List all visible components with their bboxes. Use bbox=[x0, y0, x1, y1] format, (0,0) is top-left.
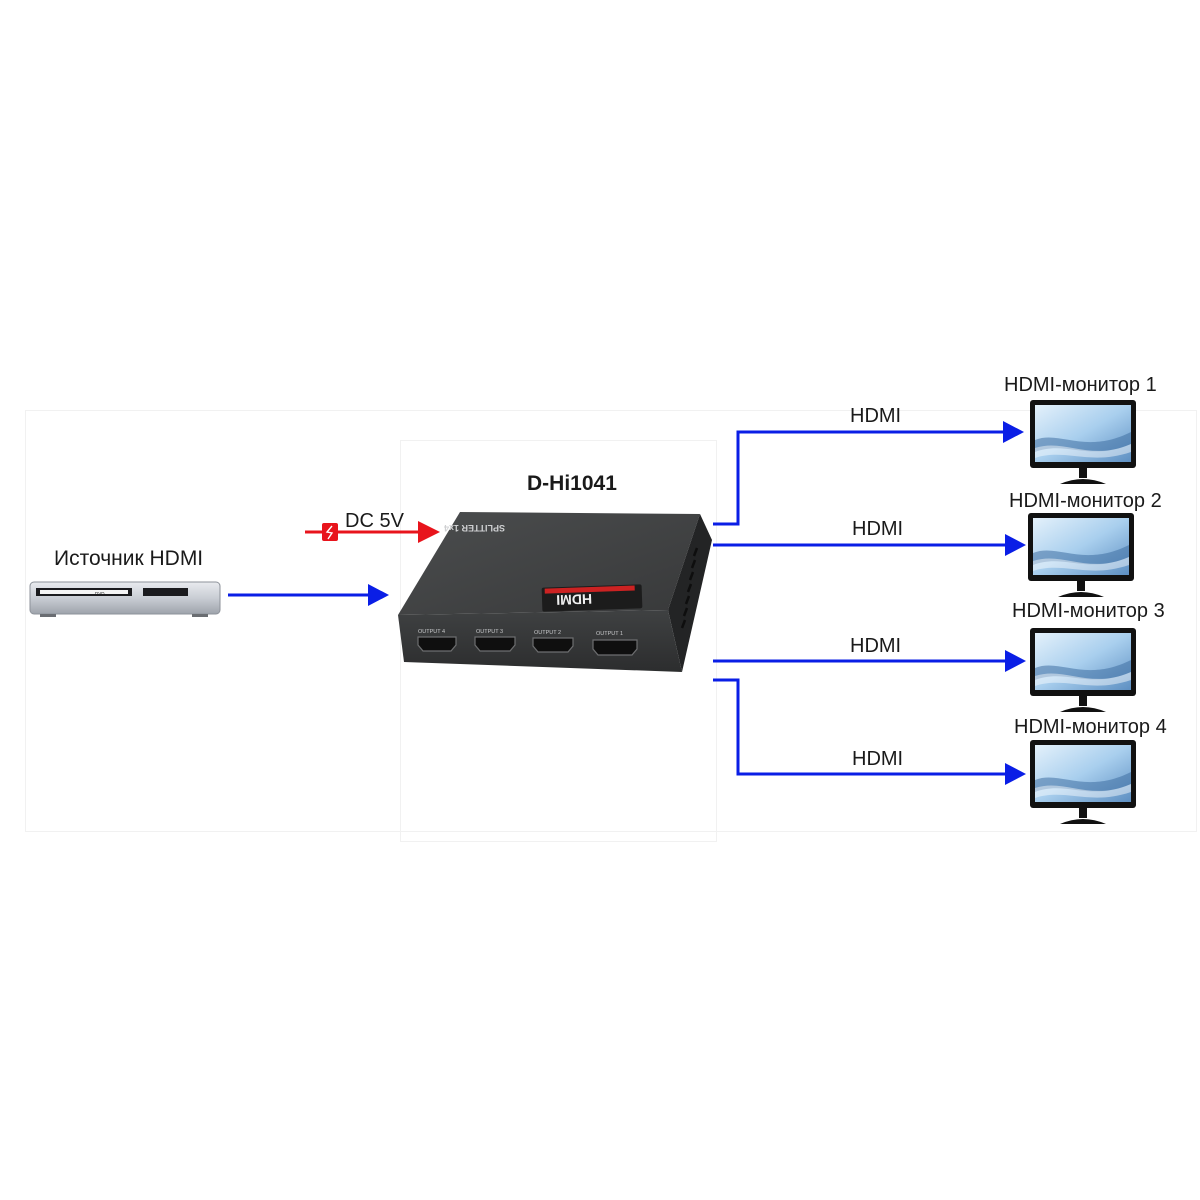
input-hdmi-arrow bbox=[228, 584, 389, 606]
connection-1-label: HDMI bbox=[850, 405, 902, 427]
source-label: Источник HDMI bbox=[54, 547, 204, 570]
output-connection-1 bbox=[713, 421, 1024, 526]
port-label-3: OUTPUT 3 bbox=[476, 629, 503, 635]
connection-2-label: HDMI bbox=[852, 518, 904, 540]
output-connection-4 bbox=[713, 678, 1026, 785]
hdmi-badge bbox=[541, 584, 643, 612]
hdmi-port-4 bbox=[417, 636, 457, 652]
port-label-4: OUTPUT 4 bbox=[418, 629, 445, 635]
monitor-2-icon bbox=[1028, 513, 1134, 597]
dc-power-arrow bbox=[305, 521, 440, 543]
monitor-3-icon bbox=[1030, 628, 1136, 712]
splitter-top-text: SPLITTER 1x4 bbox=[444, 523, 505, 533]
output-connection-2 bbox=[713, 534, 1026, 556]
monitor-1-icon bbox=[1030, 400, 1136, 484]
dc-power-label: DC 5V bbox=[345, 510, 404, 532]
hdmi-port-2 bbox=[532, 637, 574, 653]
output-ports bbox=[417, 636, 638, 656]
vent-slots bbox=[680, 547, 699, 629]
background-frame bbox=[400, 440, 717, 842]
hdmi-port-3 bbox=[474, 636, 516, 652]
monitor-1-label: HDMI-монитор 1 bbox=[1004, 374, 1157, 396]
monitor-4-icon bbox=[1030, 740, 1136, 824]
background-frame bbox=[25, 410, 1197, 832]
hdmi-source-player-icon bbox=[29, 581, 221, 617]
hdmi-splitter-device bbox=[398, 512, 712, 672]
connection-3-label: HDMI bbox=[850, 635, 902, 657]
dvd-screen-text: DVD bbox=[95, 591, 105, 596]
connection-4-label: HDMI bbox=[852, 748, 904, 770]
device-model-label: D-Hi1041 bbox=[527, 472, 617, 495]
monitor-3-label: HDMI-монитор 3 bbox=[1012, 600, 1165, 622]
splitter-badge-text: HDMI bbox=[556, 591, 592, 608]
monitor-4-label: HDMI-монитор 4 bbox=[1014, 716, 1167, 738]
hdmi-port-1 bbox=[592, 639, 638, 656]
port-label-2: OUTPUT 2 bbox=[534, 630, 561, 636]
output-connection-3 bbox=[713, 650, 1026, 672]
port-label-1: OUTPUT 1 bbox=[596, 631, 623, 637]
monitor-2-label: HDMI-монитор 2 bbox=[1009, 490, 1162, 512]
